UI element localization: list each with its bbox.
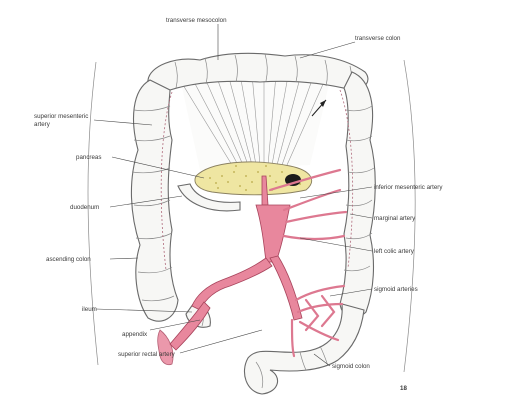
label-sigmoid-arteries: sigmoid arteries: [374, 286, 418, 293]
label-superior-rectal-artery: superior rectal artery: [118, 351, 176, 358]
ascending-colon: [131, 80, 178, 321]
label-left-colic-artery: left colic artery: [374, 248, 415, 255]
label-sigmoid-colon: sigmoid colon: [332, 363, 370, 370]
label-transverse-colon: transverse colon: [355, 35, 401, 42]
label-transverse-mesocolon: transverse mesocolon: [166, 17, 227, 24]
label-duodenum: duodenum: [70, 204, 99, 211]
figure-number: 18: [400, 385, 407, 392]
label-superior-mesenteric-artery-line2: artery: [34, 121, 51, 128]
sigmoid-colon: [244, 304, 364, 394]
label-ascending-colon: ascending colon: [46, 256, 91, 263]
label-ileum: ileum: [82, 306, 97, 313]
label-inferior-mesenteric-artery: inferior mesenteric artery: [374, 184, 443, 191]
transverse-mesocolon-fan: [180, 72, 330, 170]
label-pancreas: pancreas: [76, 154, 101, 161]
descending-colon: [340, 72, 375, 318]
label-marginal-artery: marginal artery: [374, 215, 416, 222]
abdominal-wall-left: [88, 62, 98, 365]
label-appendix: appendix: [122, 331, 148, 338]
label-superior-mesenteric-artery-line1: superior mesenteric: [34, 113, 88, 120]
